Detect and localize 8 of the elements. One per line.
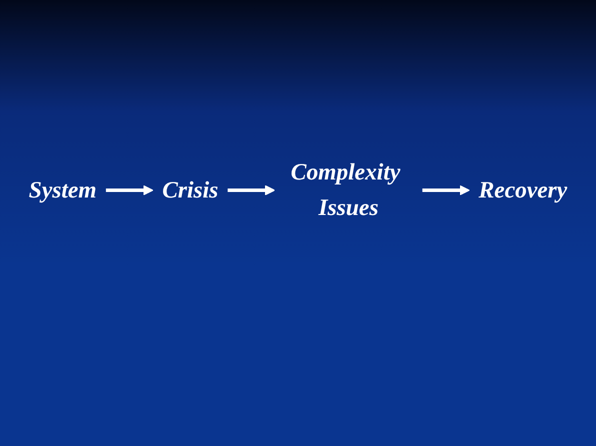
arrow bbox=[106, 184, 154, 196]
arrow bbox=[422, 184, 470, 196]
arrow bbox=[228, 184, 276, 196]
node-text: System bbox=[28, 177, 97, 203]
node-text: Complexity Issues bbox=[290, 160, 400, 220]
flow-diagram: System Crisis Complexity Issues Recovery bbox=[10, 140, 586, 240]
node-text: Crisis bbox=[162, 177, 218, 203]
node-text: Recovery bbox=[478, 177, 568, 203]
